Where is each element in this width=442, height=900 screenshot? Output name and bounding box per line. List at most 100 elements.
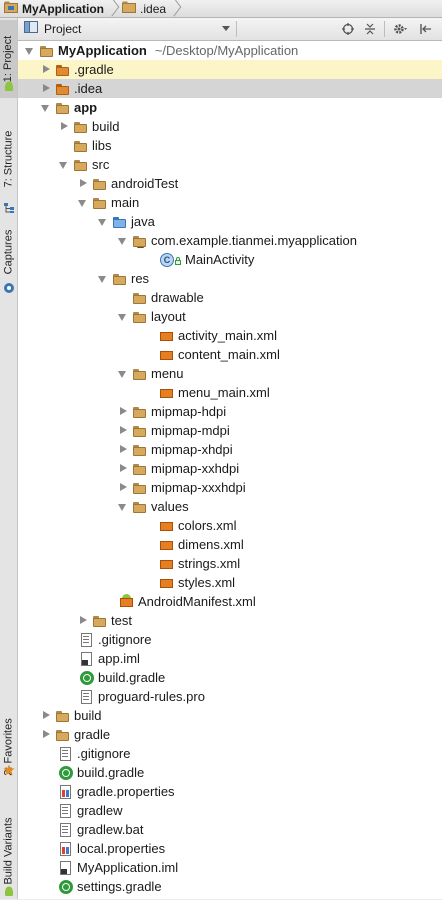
expand-arrow-icon[interactable] (97, 212, 109, 231)
folder-icon (132, 290, 148, 306)
tree-row[interactable]: <> strings.xml (18, 554, 442, 573)
tree-row[interactable]: <> colors.xml (18, 516, 442, 535)
tree-label: mipmap-xhdpi (151, 442, 233, 457)
excluded-folder-icon (55, 62, 71, 78)
tree-row[interactable]: res (18, 269, 442, 288)
tab-build-variants[interactable]: Build Variants (0, 808, 17, 894)
view-mode-dropdown[interactable]: Project (24, 20, 232, 37)
tree-row[interactable]: mipmap-mdpi (18, 421, 442, 440)
tree-row[interactable]: java (18, 212, 442, 231)
collapse-all-icon[interactable] (362, 21, 378, 37)
expand-arrow-icon[interactable] (77, 193, 89, 212)
xml-file-icon: <> (159, 537, 175, 553)
divider (384, 21, 385, 37)
tree-row[interactable]: gradlew (18, 801, 442, 820)
tree-row[interactable]: test (18, 611, 442, 630)
scroll-from-source-icon[interactable] (340, 21, 356, 37)
tree-row[interactable]: mipmap-xhdpi (18, 440, 442, 459)
tree-row[interactable]: main (18, 193, 442, 212)
tree-row[interactable]: .idea (18, 79, 442, 98)
tree-row[interactable]: androidTest (18, 174, 442, 193)
gear-icon[interactable] (392, 21, 408, 37)
tree-row[interactable]: AndroidManifest.xml (18, 592, 442, 611)
expand-arrow-icon[interactable] (24, 41, 36, 60)
tree-row[interactable]: app (18, 98, 442, 117)
expand-arrow-icon[interactable] (117, 421, 129, 440)
tree-row[interactable]: build.gradle (18, 668, 442, 687)
tab-structure[interactable]: 7: Structure (0, 116, 17, 202)
expand-arrow-icon[interactable] (77, 174, 89, 193)
expand-arrow-icon[interactable] (77, 611, 89, 630)
expand-arrow-icon[interactable] (117, 307, 129, 326)
tree-row[interactable]: <> content_main.xml (18, 345, 442, 364)
tree-row[interactable]: <> activity_main.xml (18, 326, 442, 345)
expand-arrow-icon[interactable] (117, 364, 129, 383)
project-path: ~/Desktop/MyApplication (154, 43, 299, 58)
tree-row[interactable]: settings.gradle (18, 877, 442, 896)
tree-label: activity_main.xml (178, 328, 277, 343)
tree-label: drawable (151, 290, 204, 305)
tree-row[interactable]: libs (18, 136, 442, 155)
divider (236, 21, 237, 37)
expand-arrow-icon[interactable] (40, 60, 52, 79)
expand-arrow-icon[interactable] (58, 117, 70, 136)
folder-icon (73, 138, 89, 154)
tree-row[interactable]: src (18, 155, 442, 174)
tree-row[interactable]: <> dimens.xml (18, 535, 442, 554)
tree-row[interactable]: build (18, 117, 442, 136)
tree-row[interactable]: mipmap-xxhdpi (18, 459, 442, 478)
tree-row[interactable]: values (18, 497, 442, 516)
expand-arrow-icon[interactable] (117, 459, 129, 478)
tree-label: settings.gradle (77, 879, 162, 894)
tree-row[interactable]: .gitignore (18, 630, 442, 649)
tree-row[interactable]: mipmap-xxxhdpi (18, 478, 442, 497)
tree-row[interactable]: <> styles.xml (18, 573, 442, 592)
tree-row[interactable]: proguard-rules.pro (18, 687, 442, 706)
tree-label: MyApplication (58, 43, 147, 58)
tree-row[interactable]: layout (18, 307, 442, 326)
expand-arrow-icon[interactable] (117, 478, 129, 497)
expand-arrow-icon[interactable] (117, 402, 129, 421)
expand-arrow-icon[interactable] (117, 497, 129, 516)
expand-arrow-icon[interactable] (97, 269, 109, 288)
tree-label: styles.xml (178, 575, 236, 590)
tree-row[interactable]: local.properties (18, 839, 442, 858)
tree-row[interactable]: com.example.tianmei.myapplication (18, 231, 442, 250)
tree-row[interactable]: build (18, 706, 442, 725)
android-icon (0, 884, 17, 900)
tab-project[interactable]: 1: Project (0, 20, 17, 98)
expand-arrow-icon[interactable] (117, 440, 129, 459)
breadcrumb-item-myapplication[interactable]: MyApplication (0, 0, 108, 17)
folder-icon (122, 1, 137, 16)
tree-row[interactable]: gradlew.bat (18, 820, 442, 839)
expand-arrow-icon[interactable] (40, 98, 52, 117)
tree-row[interactable]: MainActivity (18, 250, 442, 269)
tree-row[interactable]: MyApplication.iml (18, 858, 442, 877)
breadcrumb-item-idea[interactable]: .idea (118, 0, 170, 17)
tree-row[interactable]: app.iml (18, 649, 442, 668)
expand-arrow-icon[interactable] (40, 725, 52, 744)
hide-panel-icon[interactable] (418, 21, 434, 37)
tree-row[interactable]: mipmap-hdpi (18, 402, 442, 421)
expand-arrow-icon[interactable] (40, 79, 52, 98)
folder-icon (73, 119, 89, 135)
expand-arrow-icon[interactable] (58, 155, 70, 174)
tree-row[interactable]: <> menu_main.xml (18, 383, 442, 402)
tree-row[interactable]: drawable (18, 288, 442, 307)
tab-captures[interactable]: Captures (0, 223, 17, 281)
tree-row[interactable]: menu (18, 364, 442, 383)
tree-label: content_main.xml (178, 347, 280, 362)
tree-row-root[interactable]: MyApplication ~/Desktop/MyApplication (18, 41, 442, 60)
tree-label: mipmap-hdpi (151, 404, 227, 419)
tree-row[interactable]: gradle.properties (18, 782, 442, 801)
tree-row[interactable]: gradle (18, 725, 442, 744)
tab-build-variants-label: Build Variants (2, 817, 15, 885)
tree-label: gradlew (77, 803, 123, 818)
tree-label: .idea (74, 81, 103, 96)
tree-row[interactable]: build.gradle (18, 763, 442, 782)
tree-label: test (111, 613, 132, 628)
tree-row[interactable]: .gitignore (18, 744, 442, 763)
expand-arrow-icon[interactable] (40, 706, 52, 725)
tree-row[interactable]: .gradle (18, 60, 442, 79)
expand-arrow-icon[interactable] (117, 231, 129, 250)
